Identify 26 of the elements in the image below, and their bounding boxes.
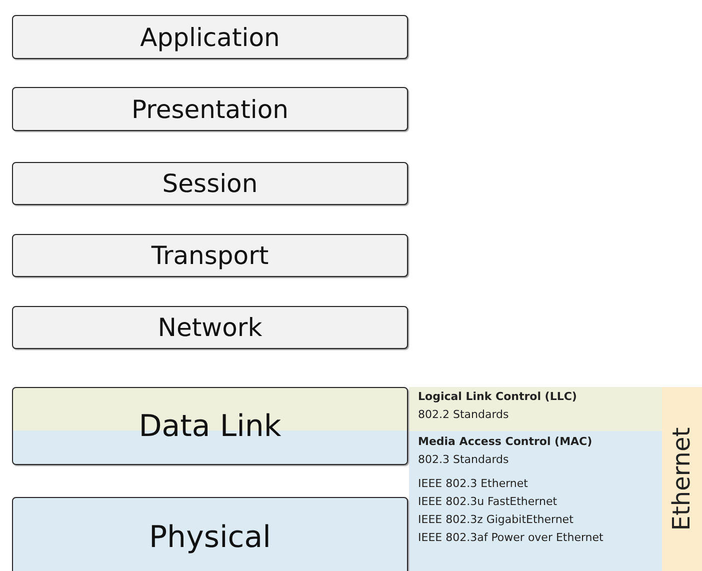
sublayer-heading: Logical Link Control (LLC) (418, 390, 577, 403)
layer-name: Network (158, 313, 262, 342)
layer-band (409, 387, 662, 431)
layer-name: Application (140, 22, 280, 52)
layer-name: Session (162, 169, 258, 198)
layer-name: Physical (148, 520, 272, 554)
layer-box (12, 306, 408, 349)
sublayer-heading: Media Access Control (MAC) (418, 435, 592, 448)
layer-name: Presentation (131, 94, 288, 124)
standard-text: 802.2 Standards (418, 408, 509, 421)
layer-band (409, 431, 662, 571)
layer-box (12, 387, 408, 465)
standard-text: IEEE 802.3z GigabitEthernet (418, 513, 574, 526)
standard-text: IEEE 802.3af Power over Ethernet (418, 531, 604, 544)
layer-box (12, 87, 408, 131)
standard-text: IEEE 802.3 Ethernet (418, 477, 528, 490)
layer-box (12, 15, 408, 59)
standard-text: IEEE 802.3u FastEthernet (418, 495, 558, 508)
layer-box (12, 497, 408, 571)
layer-name: Data Link (138, 408, 282, 444)
layer-box (12, 162, 408, 205)
band-title: Ethernet (668, 427, 696, 531)
ethernet-band (662, 387, 702, 571)
layer-box (12, 234, 408, 277)
layer-name: Transport (151, 241, 269, 270)
standard-text: 802.3 Standards (418, 453, 509, 466)
